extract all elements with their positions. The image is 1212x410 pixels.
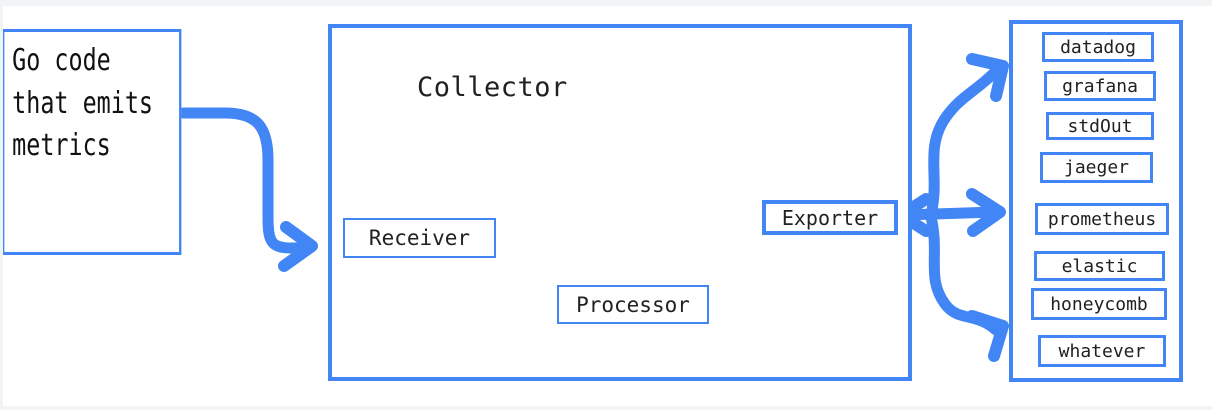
processor-node[interactable]: Processor [557,285,709,324]
backend-honeycomb-label: honeycomb [1050,293,1148,315]
backend-jaeger-label: jaeger [1063,157,1130,178]
backend-datadog-label: datadog [1060,36,1136,58]
go-code-line-2: that emits [12,85,154,121]
backend-datadog[interactable]: datadog [1042,32,1154,62]
backend-grafana-label: grafana [1062,75,1138,97]
backend-grafana[interactable]: grafana [1044,71,1156,101]
backend-prometheus[interactable]: prometheus [1035,203,1169,235]
backend-stdout-label: stdOut [1067,115,1133,137]
backend-honeycomb[interactable]: honeycomb [1031,288,1167,320]
backend-whatever-label: whatever [1058,340,1146,362]
backend-stdout[interactable]: stdOut [1046,112,1154,140]
backend-elastic-label: elastic [1061,255,1138,277]
backend-jaeger[interactable]: jaeger [1040,152,1153,183]
go-code-box-text: Go code that emits metrics [2,29,182,255]
processor-label: Processor [576,292,690,317]
collector-title: Collector [417,72,568,103]
arrow-exporter-to-backends-up [925,53,1009,220]
page-left-margin [0,0,3,410]
receiver-label: Receiver [368,226,471,250]
go-code-line-1: Go code [12,43,111,78]
go-code-line-3: metrics [12,128,111,164]
backend-whatever[interactable]: whatever [1038,335,1166,367]
exporter-node[interactable]: Exporter [762,200,898,235]
exporter-label: Exporter [781,205,879,230]
arrow-source-to-collector [177,107,318,272]
receiver-node[interactable]: Receiver [343,218,496,258]
backend-prometheus-label: prometheus [1047,208,1157,230]
arrow-exporter-to-backends-mid [895,188,1006,237]
arrow-exporter-to-backends-down [925,211,1009,362]
go-code-box: Go code that emits metrics [2,29,182,255]
backend-elastic[interactable]: elastic [1034,251,1165,281]
